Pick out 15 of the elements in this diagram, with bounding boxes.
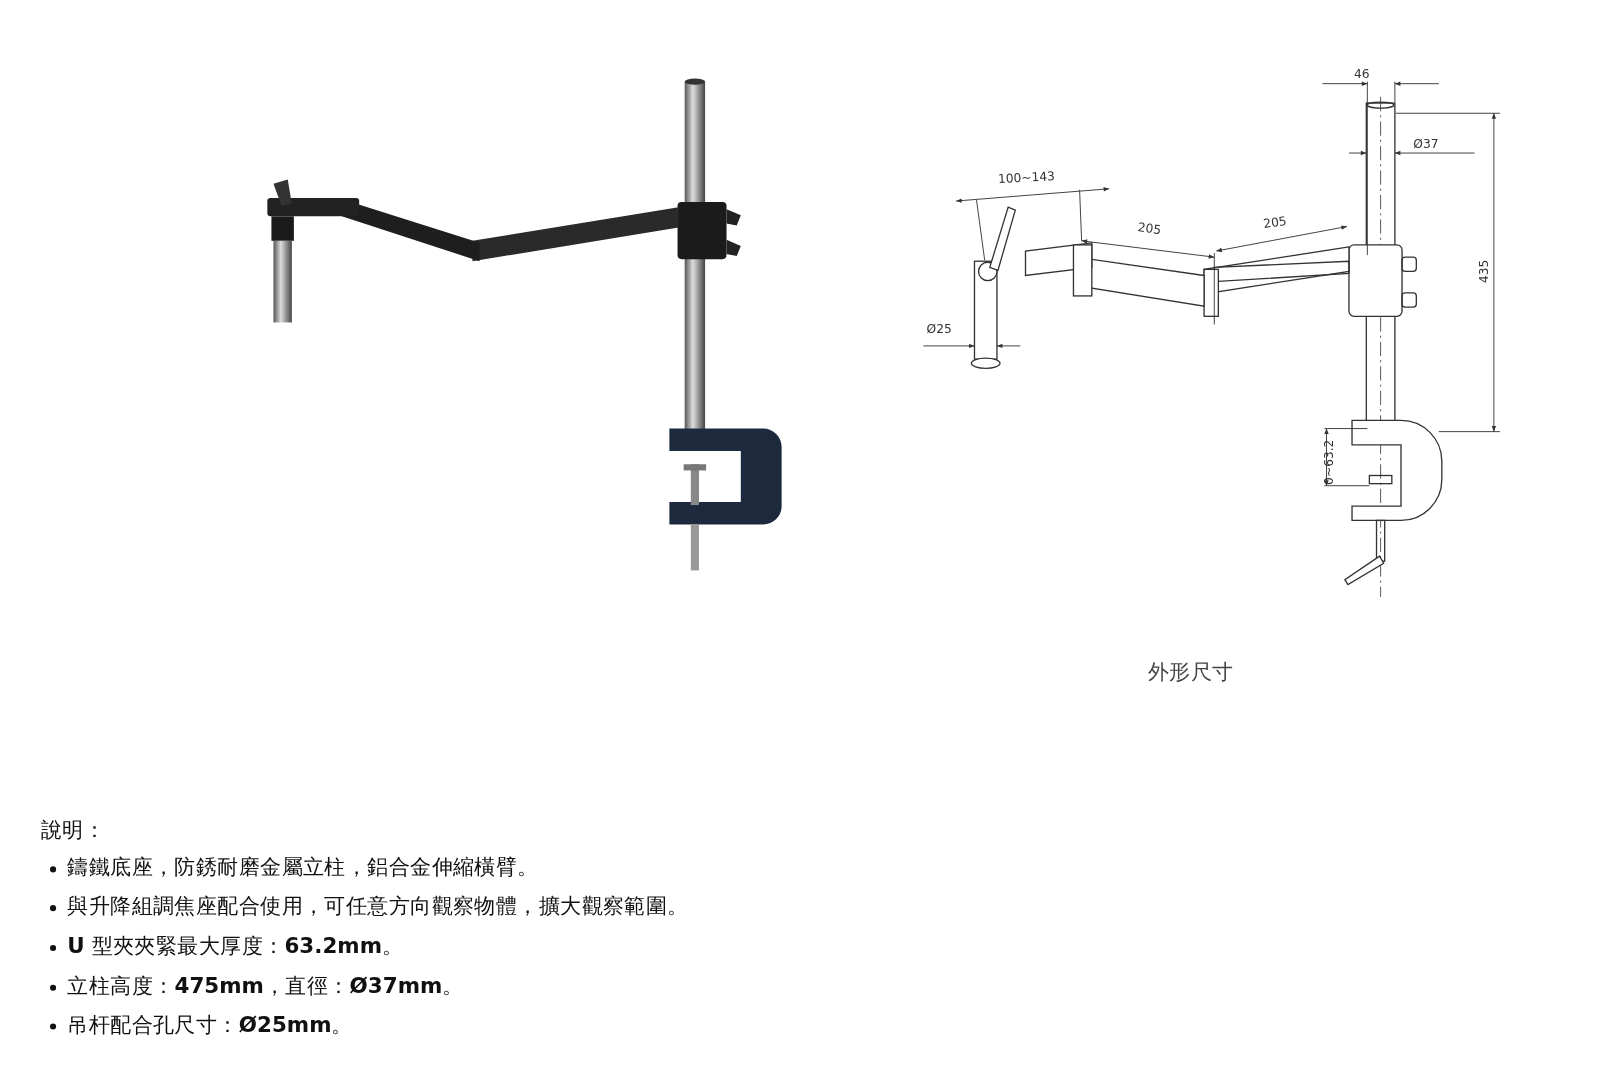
dimension-label: 46 [1354, 67, 1370, 80]
dimension-label: Ø37 [1413, 137, 1439, 150]
description-heading: 說明： [40, 816, 106, 844]
description-item: 立柱高度：475mm，直徑：Ø37mm。 [67, 973, 464, 1000]
dimension-label: Ø25 [926, 322, 952, 335]
description-item: U 型夾夾緊最大厚度：63.2mm。 [67, 933, 404, 960]
dimension-label: 205 [1262, 214, 1288, 231]
description-item: 與升降組調焦座配合使用，可任意方向觀察物體，擴大觀察範圍。 [67, 893, 689, 920]
dimension-label: 435 [1478, 259, 1491, 284]
caption: 外形尺寸 [1147, 658, 1234, 686]
description-item: 吊杆配合孔尺寸：Ø25mm。 [67, 1012, 353, 1038]
dimension-label: 205 [1137, 220, 1162, 237]
description-item: 鑄鐵底座，防銹耐磨金屬立柱，鋁合金伸縮橫臂。 [67, 855, 539, 881]
dimension-label: 0~63.2 [1322, 439, 1335, 485]
dimension-label: 100~143 [997, 169, 1056, 186]
